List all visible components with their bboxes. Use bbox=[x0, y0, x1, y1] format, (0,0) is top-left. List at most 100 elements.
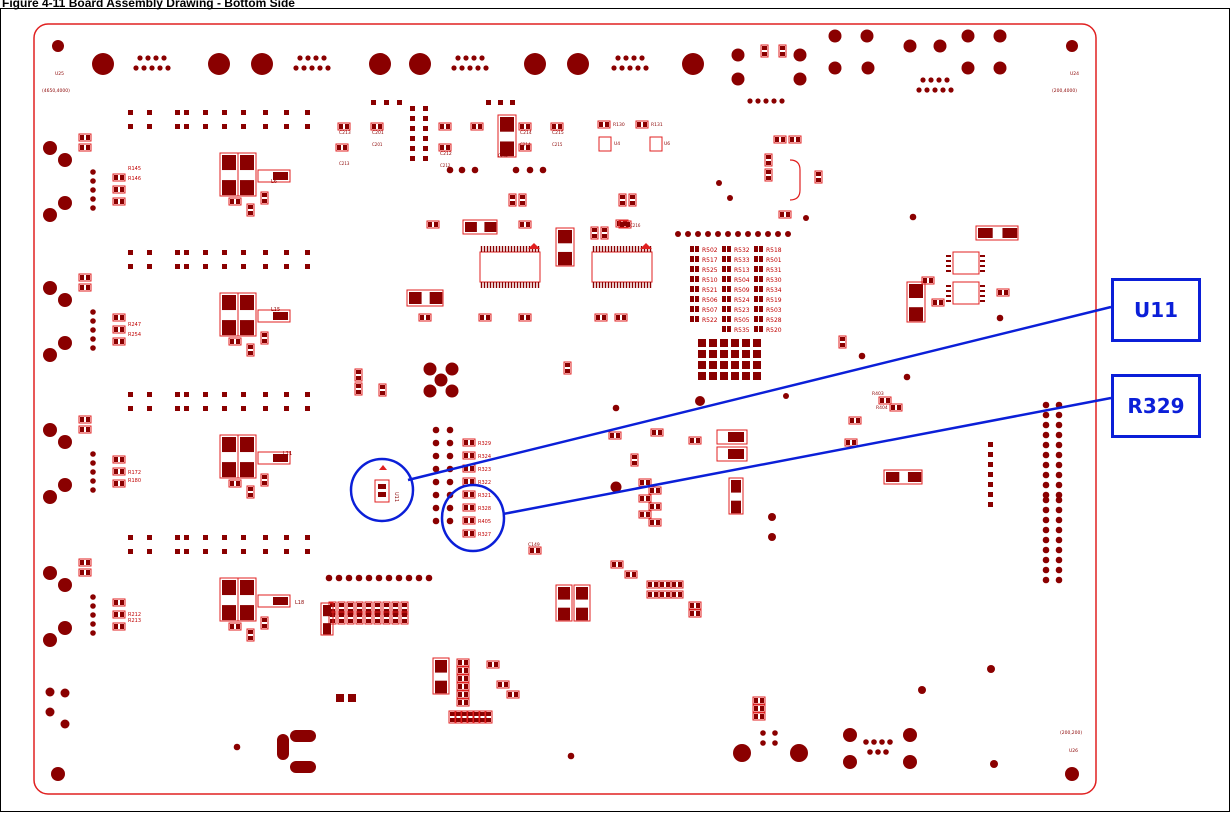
smd-outline bbox=[335, 143, 349, 152]
smd-pad bbox=[552, 124, 556, 129]
pad bbox=[305, 549, 310, 554]
smd-outline bbox=[594, 313, 608, 322]
smd-pad bbox=[474, 718, 479, 722]
silk-outline bbox=[789, 159, 801, 201]
smd-pad bbox=[1004, 290, 1008, 295]
via bbox=[716, 180, 722, 186]
via bbox=[90, 187, 96, 193]
smd-pad bbox=[520, 315, 524, 320]
smd-pad bbox=[602, 234, 607, 238]
pad bbox=[184, 535, 189, 540]
grid-pad bbox=[731, 361, 739, 369]
via bbox=[990, 760, 998, 768]
smd-pad bbox=[646, 512, 650, 517]
cap-pad bbox=[907, 472, 922, 482]
pad bbox=[432, 465, 440, 473]
connector-pin bbox=[467, 65, 473, 71]
smd-pad bbox=[80, 570, 84, 575]
tantalum-capacitor bbox=[555, 584, 573, 622]
smd-pad bbox=[780, 212, 784, 217]
smd-pad bbox=[696, 611, 700, 616]
smd-pad bbox=[656, 504, 660, 509]
smd-pad bbox=[464, 505, 468, 510]
via bbox=[45, 707, 55, 717]
designator: C213 bbox=[339, 130, 351, 136]
via bbox=[90, 178, 96, 184]
pad bbox=[1055, 411, 1063, 419]
cap-pad bbox=[222, 320, 236, 336]
pad bbox=[980, 295, 985, 297]
connector-pin bbox=[451, 65, 457, 71]
pad bbox=[1042, 566, 1050, 574]
smd-outline bbox=[462, 503, 476, 512]
res-pad bbox=[722, 296, 726, 302]
connector-pin bbox=[875, 749, 881, 755]
smd-pad bbox=[626, 572, 630, 577]
res-pad bbox=[759, 266, 763, 272]
smd-pad bbox=[464, 531, 468, 536]
connector-pin bbox=[615, 55, 621, 61]
jack-pin bbox=[58, 336, 72, 350]
via bbox=[60, 688, 70, 698]
designator: C212 bbox=[440, 163, 451, 168]
smd-pad bbox=[781, 137, 785, 142]
via bbox=[803, 215, 809, 221]
smd-pad bbox=[402, 613, 407, 617]
smd-outline bbox=[78, 558, 92, 567]
designator: C201 bbox=[372, 142, 383, 147]
pad bbox=[284, 406, 289, 411]
pad bbox=[241, 406, 246, 411]
connector-pin bbox=[948, 87, 954, 93]
smd-outline bbox=[608, 431, 622, 440]
pad bbox=[222, 110, 227, 115]
smd-pad bbox=[672, 582, 676, 587]
slot-pad bbox=[290, 761, 316, 773]
connector-pin bbox=[635, 65, 641, 71]
smd-pad bbox=[120, 315, 124, 320]
smd-pad bbox=[356, 370, 361, 374]
smd-pad bbox=[393, 603, 398, 607]
smd-pad bbox=[230, 481, 234, 486]
smd-pad bbox=[393, 609, 398, 613]
connector-pin bbox=[157, 65, 163, 71]
inductor bbox=[257, 169, 291, 183]
smd-pad bbox=[494, 662, 498, 667]
smd-pad bbox=[510, 201, 515, 205]
cap-pad bbox=[240, 437, 254, 453]
pad bbox=[410, 156, 415, 161]
connector-pin bbox=[928, 77, 934, 83]
grid-pad bbox=[709, 361, 717, 369]
res-pad bbox=[754, 306, 758, 312]
via bbox=[610, 481, 622, 493]
smd-pad bbox=[678, 582, 682, 587]
cap-pad bbox=[435, 680, 447, 694]
pad bbox=[203, 124, 208, 129]
smd-outline bbox=[78, 283, 92, 292]
designator: R534 bbox=[766, 287, 782, 294]
smd-pad bbox=[632, 572, 636, 577]
pad bbox=[263, 406, 268, 411]
connector-pin bbox=[932, 87, 938, 93]
jack-pin bbox=[43, 141, 57, 155]
pad bbox=[222, 250, 227, 255]
smd-pad bbox=[796, 137, 800, 142]
smd-pad bbox=[114, 469, 118, 474]
smd-pad bbox=[262, 199, 267, 203]
cap-pad bbox=[323, 623, 331, 635]
pad bbox=[397, 100, 402, 105]
designator: U4 bbox=[614, 141, 620, 147]
smd-pad bbox=[923, 278, 927, 283]
smd-pad bbox=[850, 418, 854, 423]
smd-pad bbox=[120, 612, 124, 617]
smd-pad bbox=[696, 603, 700, 608]
pad bbox=[458, 166, 466, 174]
jack-pin bbox=[58, 435, 72, 449]
smd-outline bbox=[391, 611, 400, 625]
via bbox=[772, 730, 778, 736]
connector-pin bbox=[763, 98, 769, 104]
pad bbox=[405, 574, 413, 582]
pad bbox=[988, 452, 993, 457]
smd-outline bbox=[597, 120, 611, 129]
smd-pad bbox=[86, 275, 90, 280]
smd-pad bbox=[897, 405, 901, 410]
